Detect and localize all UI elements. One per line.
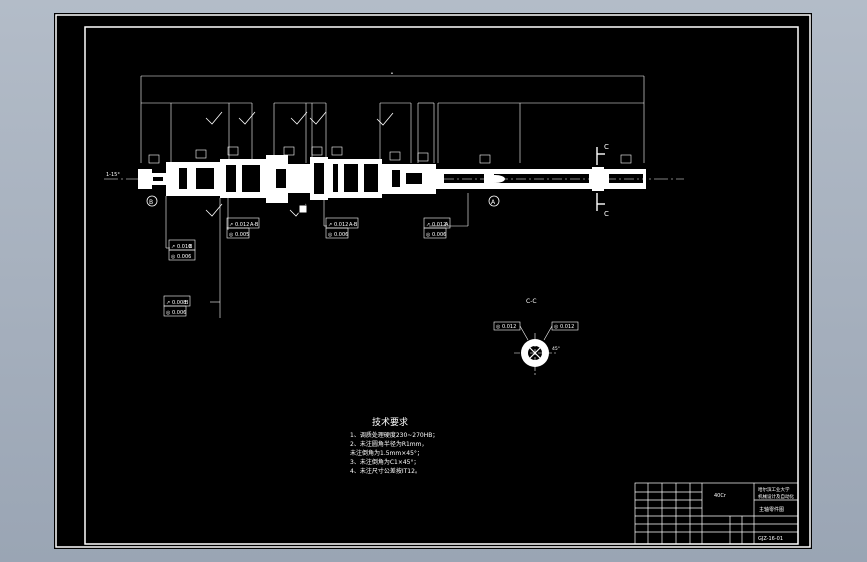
- svg-text:0.005: 0.005: [235, 232, 249, 238]
- svg-text:0.012: 0.012: [235, 222, 249, 228]
- title-block-drawing-name: 主轴零件图: [759, 506, 784, 513]
- surface-finish-marks: [205, 111, 394, 217]
- svg-text:◎: ◎: [229, 232, 234, 238]
- section-angle: 45°: [552, 346, 560, 352]
- cad-drawing: •: [55, 14, 811, 548]
- overall-dimension-text: •: [391, 71, 394, 77]
- drawing-viewport[interactable]: •: [54, 13, 812, 549]
- svg-text:↗: ↗: [426, 222, 430, 228]
- svg-text:◎: ◎: [426, 232, 431, 238]
- svg-text:A-B: A-B: [349, 222, 358, 228]
- tech-req-line-5: 4、未注尺寸公差按IT12。: [350, 467, 421, 475]
- tech-req-line-3: 未注倒角为1.5mm×45°；: [350, 449, 423, 457]
- svg-text:◎: ◎: [171, 254, 176, 260]
- tolerance-frames: ↗ 0.010 B ◎ 0.006 ↗ 0.012 A-B ◎ 0.005 ↗ …: [163, 217, 451, 317]
- svg-text:↗: ↗: [328, 222, 332, 228]
- svg-text:0.006: 0.006: [177, 254, 191, 260]
- tolerance-box-2: ↗ 0.012 A-B ◎ 0.005: [226, 217, 260, 239]
- title-block: [634, 482, 799, 545]
- datum-b-circle: [146, 195, 158, 207]
- svg-text:B: B: [189, 244, 193, 250]
- svg-text:0.010: 0.010: [177, 244, 191, 250]
- leader-tags-top: [148, 146, 632, 164]
- svg-text:0.008: 0.008: [172, 300, 186, 306]
- section-right-tag: ◎ 0.012: [554, 324, 574, 330]
- svg-text:↗: ↗: [166, 300, 170, 306]
- shaft-hidden-features: [153, 163, 643, 194]
- tech-req-line-1: 1、调质处理硬度230~270HB；: [350, 431, 438, 439]
- tech-req-line-2: 2、未注圆角半径为R1mm，: [350, 440, 428, 448]
- left-end-dimension: 1-15°: [106, 172, 120, 178]
- svg-text:A: A: [445, 222, 449, 228]
- dimension-lines: [140, 75, 645, 163]
- tech-req-line-4: 3、未注倒角为C1×45°；: [350, 458, 420, 466]
- tech-req-title: 技术要求: [372, 416, 408, 428]
- tolerance-leaders: [165, 193, 469, 318]
- title-block-university: 哈尔滨工业大学: [758, 486, 790, 493]
- technical-requirements: 技术要求 1、调质处理硬度230~270HB； 2、未注圆角半径为R1mm， 未…: [350, 416, 438, 475]
- svg-text:B: B: [185, 300, 189, 306]
- section-view-label: C-C: [526, 298, 537, 305]
- title-block-department: 机械设计及自动化: [758, 493, 794, 500]
- inner-frame: [84, 26, 799, 545]
- section-cut-marks: [596, 147, 605, 211]
- datum-feature-square: [298, 204, 308, 214]
- datum-a-label: A: [491, 199, 496, 206]
- tolerance-box-1: ↗ 0.010 B ◎ 0.006: [168, 239, 196, 261]
- svg-text:↗: ↗: [171, 244, 175, 250]
- title-block-drawing-number: GJZ-16-01: [758, 536, 783, 542]
- tolerance-box-4: ↗ 0.012 A ◎ 0.006: [423, 217, 451, 239]
- svg-text:0.012: 0.012: [334, 222, 348, 228]
- svg-text:0.006: 0.006: [334, 232, 348, 238]
- section-view-cc: C-C ◎ 0.012 ◎ 0.012 45°: [493, 298, 579, 375]
- svg-text:0.006: 0.006: [432, 232, 446, 238]
- section-mark-bottom: C: [604, 210, 609, 218]
- svg-text:↗: ↗: [229, 222, 233, 228]
- section-mark-top: C: [604, 143, 609, 151]
- svg-text:◎: ◎: [166, 310, 171, 316]
- svg-text:0.006: 0.006: [172, 310, 186, 316]
- datum-b-label: B: [149, 199, 153, 206]
- tolerance-box-3: ↗ 0.012 A-B ◎ 0.006: [325, 217, 359, 239]
- svg-text:0.012: 0.012: [432, 222, 446, 228]
- outer-frame: [55, 14, 811, 548]
- section-left-tag: ◎ 0.012: [496, 324, 516, 330]
- svg-text:◎: ◎: [328, 232, 333, 238]
- datum-a-circle: [488, 195, 500, 207]
- svg-text:A-B: A-B: [250, 222, 259, 228]
- tolerance-box-5: ↗ 0.008 B ◎ 0.006: [163, 295, 191, 317]
- title-block-material: 40Cr: [714, 493, 727, 499]
